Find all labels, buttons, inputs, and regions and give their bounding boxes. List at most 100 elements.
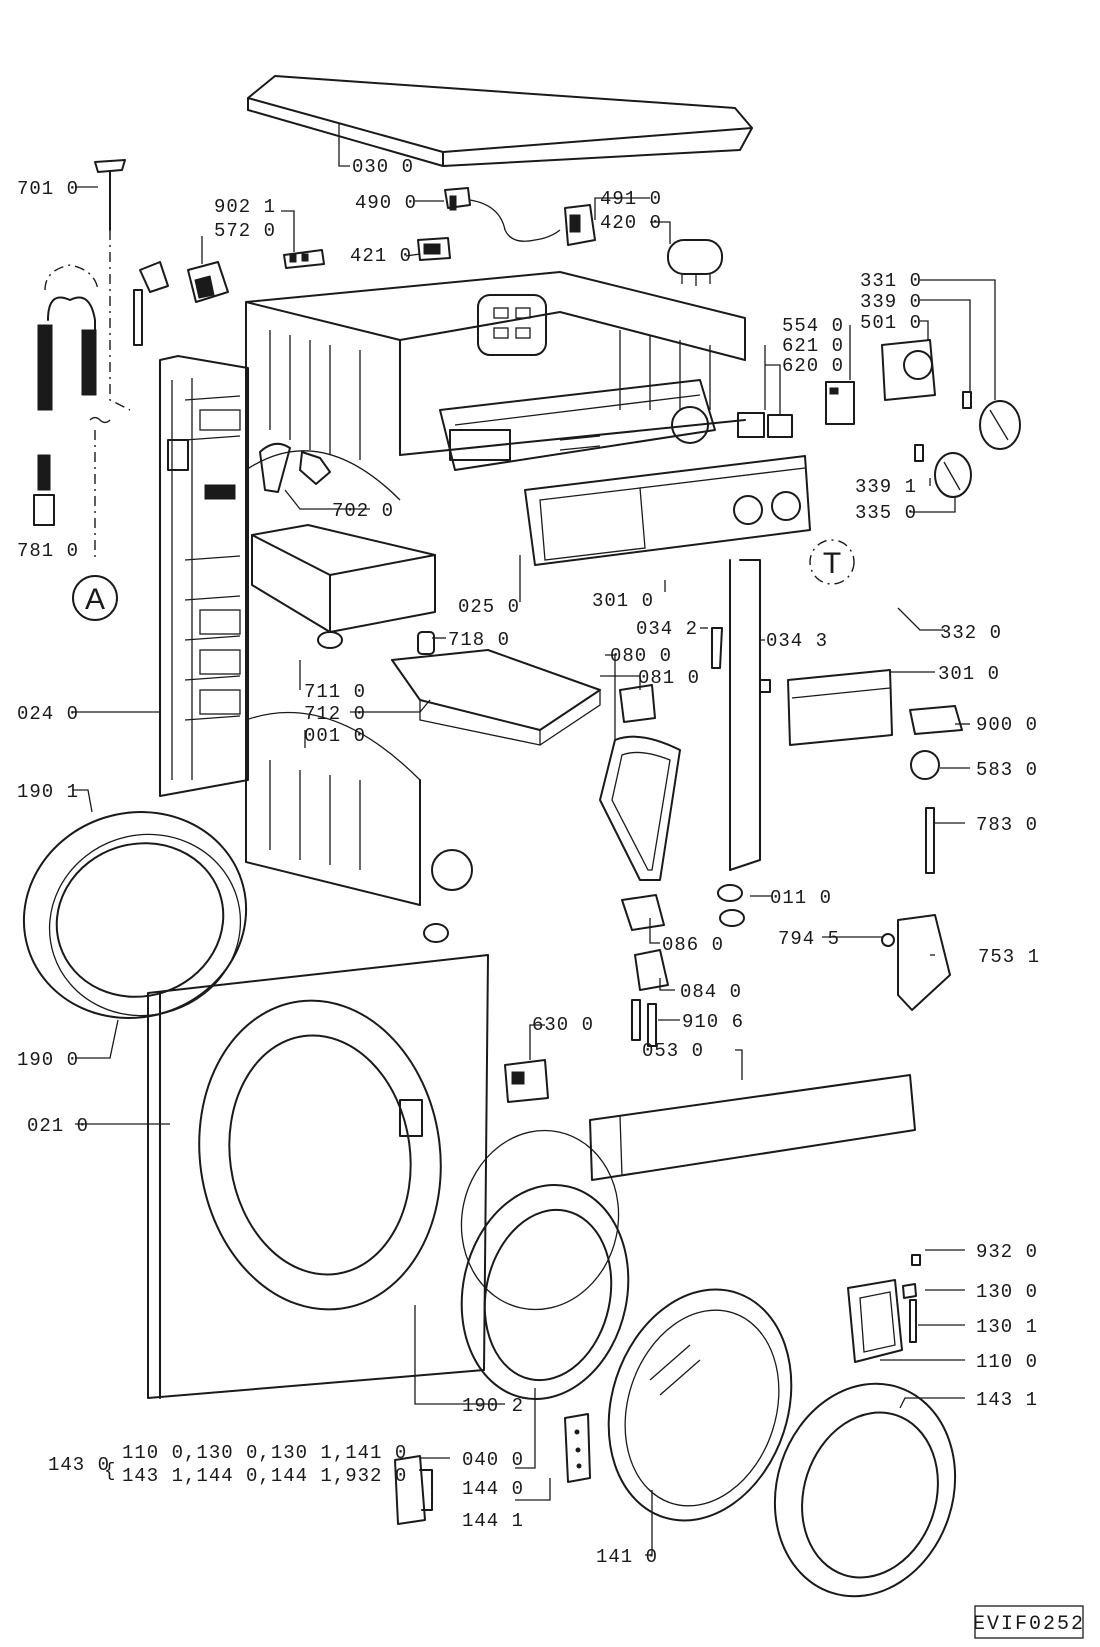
leader-lines bbox=[72, 123, 996, 1556]
label-910-6: 910 6 bbox=[682, 1011, 744, 1033]
label-141-0: 141 0 bbox=[596, 1546, 658, 1568]
knobs bbox=[914, 391, 1021, 498]
drawer-insert bbox=[417, 631, 435, 655]
label-040-0: 040 0 bbox=[462, 1449, 524, 1471]
shaft-783 bbox=[925, 807, 935, 874]
capacitor bbox=[667, 239, 723, 286]
label-143-0: 143 0 bbox=[48, 1454, 110, 1476]
door-gasket bbox=[22, 811, 248, 1019]
panel-301b bbox=[787, 669, 893, 746]
label-190-0: 190 0 bbox=[17, 1049, 79, 1071]
label-420-0: 420 0 bbox=[600, 212, 662, 234]
label-421-0: 421 0 bbox=[350, 245, 412, 267]
label-301-0-b: 301 0 bbox=[938, 663, 1000, 685]
door-glass bbox=[607, 1288, 793, 1522]
switches bbox=[737, 412, 793, 438]
label-144-1: 144 1 bbox=[462, 1510, 524, 1532]
label-084-0: 084 0 bbox=[680, 981, 742, 1003]
noise-filter bbox=[564, 204, 596, 246]
label-902-1: 902 1 bbox=[214, 196, 276, 218]
label-332-0: 332 0 bbox=[940, 622, 1002, 644]
side-panel bbox=[159, 355, 249, 797]
label-900-0: 900 0 bbox=[976, 714, 1038, 736]
label-001-0: 001 0 bbox=[304, 725, 366, 747]
label-025-0: 025 0 bbox=[458, 596, 520, 618]
power-cord bbox=[444, 187, 561, 242]
label-011-0: 011 0 bbox=[770, 887, 832, 909]
kit-brace: { bbox=[104, 1460, 116, 1482]
door-frame bbox=[773, 1382, 957, 1598]
door-lock-switch bbox=[417, 237, 451, 261]
label-490-0: 490 0 bbox=[355, 192, 417, 214]
label-794-5: 794 5 bbox=[778, 928, 840, 950]
part-labels: 030 0 701 0 490 0 491 0 420 0 902 1 572 … bbox=[17, 156, 1040, 1568]
label-143-1: 143 1 bbox=[976, 1389, 1038, 1411]
label-339-0: 339 0 bbox=[860, 291, 922, 313]
inlet-valve bbox=[133, 261, 229, 346]
label-620-0: 620 0 bbox=[782, 355, 844, 377]
callout-a-label: A bbox=[85, 583, 105, 616]
callout-t-circle bbox=[809, 539, 855, 585]
hoses-702 bbox=[259, 442, 331, 493]
label-110-0: 110 0 bbox=[976, 1351, 1038, 1373]
label-190-1: 190 1 bbox=[17, 781, 79, 803]
label-034-3: 034 3 bbox=[766, 630, 828, 652]
pump-753 bbox=[881, 914, 951, 1011]
label-501-0: 501 0 bbox=[860, 312, 922, 334]
label-781-0: 781 0 bbox=[17, 540, 79, 562]
label-034-2: 034 2 bbox=[636, 618, 698, 640]
label-554-0: 554 0 bbox=[782, 315, 844, 337]
drain-seal-ring bbox=[599, 735, 681, 881]
label-024-0: 024 0 bbox=[17, 703, 79, 725]
dispenser-housing bbox=[251, 524, 436, 649]
label-190-2: 190 2 bbox=[462, 1395, 524, 1417]
label-030-0: 030 0 bbox=[352, 156, 414, 178]
callout-a-circle bbox=[72, 575, 118, 621]
label-339-1: 339 1 bbox=[855, 476, 917, 498]
plinth-053 bbox=[589, 1074, 916, 1181]
label-701-0: 701 0 bbox=[17, 178, 79, 200]
label-630-0: 630 0 bbox=[532, 1014, 594, 1036]
label-753-1: 753 1 bbox=[978, 946, 1040, 968]
label-491-0: 491 0 bbox=[600, 188, 662, 210]
cabinet-body bbox=[245, 271, 761, 906]
control-panel bbox=[524, 455, 811, 566]
dispenser-drawer bbox=[391, 649, 601, 746]
label-130-1: 130 1 bbox=[976, 1316, 1038, 1338]
pressure-switch bbox=[909, 705, 963, 780]
timer-module bbox=[881, 339, 936, 401]
door-hinge-ring bbox=[460, 1129, 630, 1401]
label-621-0: 621 0 bbox=[782, 335, 844, 357]
hinge-plate-144 bbox=[564, 1413, 591, 1483]
label-331-0: 331 0 bbox=[860, 270, 922, 292]
drawing-code: EVIF0252 bbox=[973, 1613, 1085, 1636]
label-081-0: 081 0 bbox=[638, 667, 700, 689]
door-handle bbox=[847, 1279, 903, 1363]
screws-910 bbox=[631, 999, 657, 1047]
label-783-0: 783 0 bbox=[976, 814, 1038, 836]
door-hinge-040 bbox=[394, 1455, 433, 1525]
handle-pins bbox=[902, 1254, 921, 1343]
label-kit-line-2: 143 1,144 0,144 1,932 0 bbox=[122, 1465, 407, 1487]
label-572-0: 572 0 bbox=[214, 220, 276, 242]
label-335-0: 335 0 bbox=[855, 502, 917, 524]
inlet-hose bbox=[33, 159, 131, 560]
lock-630 bbox=[504, 1059, 549, 1103]
label-932-0: 932 0 bbox=[976, 1241, 1038, 1263]
callout-t-label: T bbox=[823, 547, 841, 580]
label-144-0: 144 0 bbox=[462, 1478, 524, 1500]
terminal-block bbox=[283, 249, 325, 269]
label-583-0: 583 0 bbox=[976, 759, 1038, 781]
label-712-0: 712 0 bbox=[304, 703, 366, 725]
label-053-0: 053 0 bbox=[642, 1040, 704, 1062]
label-080-0: 080 0 bbox=[610, 645, 672, 667]
label-130-0: 130 0 bbox=[976, 1281, 1038, 1303]
label-kit-line-1: 110 0,130 0,130 1,141 0 bbox=[122, 1442, 407, 1464]
fixings bbox=[711, 627, 771, 693]
front-panel bbox=[147, 954, 489, 1399]
motor-feet bbox=[423, 884, 745, 943]
drawing-code-box bbox=[974, 1605, 1084, 1639]
interference-relay bbox=[825, 381, 855, 425]
top-cover bbox=[247, 75, 753, 167]
